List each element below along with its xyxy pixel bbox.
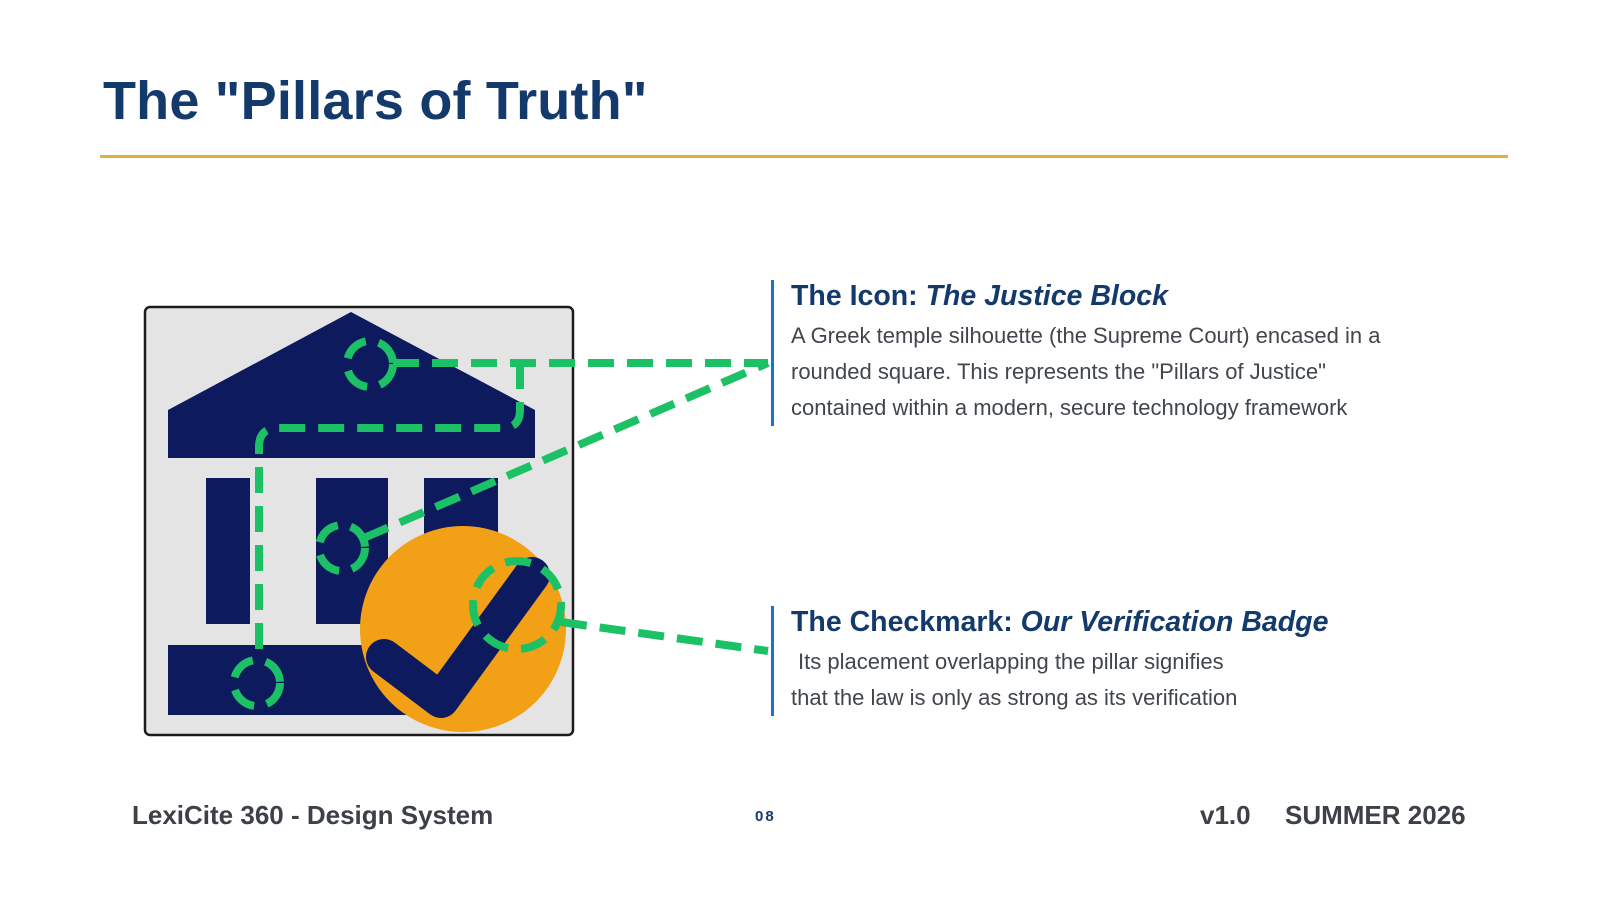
callout-heading: The Icon: The Justice Block <box>791 280 1471 313</box>
temple-roof <box>168 312 535 458</box>
page-number: 08 <box>755 808 776 825</box>
callout-heading-emphasis: The Justice Block <box>925 280 1168 312</box>
footer-version: v1.0 <box>1200 800 1251 830</box>
leader-line-frame <box>255 363 524 658</box>
slide-title: The "Pillars of Truth" <box>103 71 648 131</box>
pillar-left <box>206 478 250 624</box>
callout-description: Its placement overlapping the pillar sig… <box>791 644 1431 716</box>
footer-season: SUMMER 2026 <box>1285 800 1466 830</box>
leader-anchor-base <box>230 656 284 710</box>
leader-lines <box>230 337 770 710</box>
callout-line: A Greek temple silhouette (the Supreme C… <box>791 323 1381 348</box>
callout-heading: The Checkmark: Our Verification Badge <box>791 606 1431 639</box>
callout-line: rounded square. This represents the "Pil… <box>791 359 1326 384</box>
callout-line: Its placement overlapping the pillar sig… <box>798 649 1224 674</box>
callout-justice-block: The Icon: The Justice Block A Greek temp… <box>771 280 1471 426</box>
leader-anchor-check <box>469 557 565 653</box>
callout-heading-emphasis: Our Verification Badge <box>1020 606 1329 638</box>
checkmark-icon <box>360 526 566 732</box>
footer-brand: LexiCite 360 - Design System <box>132 800 494 830</box>
justice-block-logo <box>143 305 575 737</box>
checkmark-glyph <box>366 557 550 718</box>
title-divider <box>100 155 1508 158</box>
verification-badge <box>360 526 566 732</box>
callout-heading-prefix: The Icon: <box>791 280 926 312</box>
callout-line: contained within a modern, secure techno… <box>791 395 1348 420</box>
callout-heading-prefix: The Checkmark: <box>791 606 1021 638</box>
callout-line: that the law is only as strong as its ve… <box>791 685 1238 710</box>
leader-line-checkmark <box>560 618 769 655</box>
callout-description: A Greek temple silhouette (the Supreme C… <box>791 318 1471 426</box>
leader-line-icon-pillar <box>362 359 770 542</box>
callout-verification-badge: The Checkmark: Our Verification Badge It… <box>771 606 1431 716</box>
leader-anchor-pillar <box>315 521 369 575</box>
